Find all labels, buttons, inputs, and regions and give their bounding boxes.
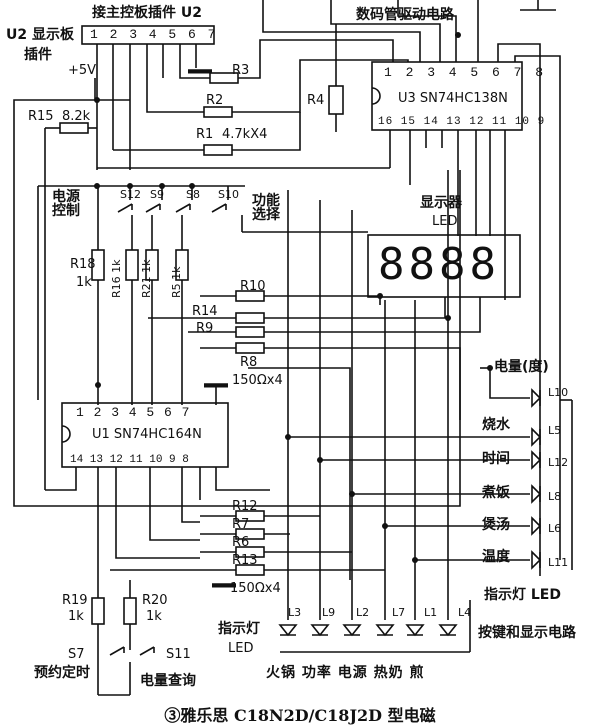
led-l2: L2	[356, 606, 370, 619]
right-item-soup: 煲汤	[482, 517, 510, 533]
led-l6: L6	[548, 522, 562, 535]
r13-value: 150Ωx4	[230, 581, 281, 596]
r8-label: R8	[240, 355, 258, 370]
u1-pins-top: 1 2 3 4 5 6 7	[76, 405, 191, 420]
s12-label: S12	[120, 188, 141, 201]
led-l12: L12	[548, 456, 569, 469]
appointment-label: 预约定时	[34, 665, 90, 681]
s10-label: S10	[218, 188, 239, 201]
r3-label: R3	[232, 63, 250, 78]
r1-value: 4.7kX4	[222, 127, 268, 142]
r10-label: R10	[240, 279, 266, 294]
r16-label: R16 1k	[110, 259, 123, 298]
r12-label: R12	[232, 499, 258, 514]
r8-value: 150Ωx4	[232, 373, 283, 388]
right-item-power-degree: 电量(度)	[494, 359, 549, 375]
u1-pins-bottom: 14 13 12 11 10 9 8	[70, 454, 189, 466]
r20-value: 1k	[146, 609, 162, 624]
s9-label: S9	[150, 188, 164, 201]
s8-label: S8	[186, 188, 200, 201]
r19-value: 1k	[68, 609, 84, 624]
power-query-label: 电量查询	[140, 673, 196, 689]
led-l7: L7	[392, 606, 406, 619]
led-l5: L5	[548, 424, 562, 437]
connector-title: 接主控板插件 U2	[92, 5, 202, 21]
u2-label-line2: 插件	[24, 47, 52, 63]
s7-label: S7	[68, 647, 85, 662]
r7-label: R7	[232, 517, 250, 532]
power-control-label: 电源控制	[52, 189, 80, 219]
right-item-boil-water: 烧水	[482, 417, 510, 433]
led-l9: L9	[322, 606, 336, 619]
vcc-label: +5V	[68, 63, 97, 78]
u3-name: U3 SN74HC138N	[398, 91, 508, 106]
r2-label: R2	[206, 93, 224, 108]
u3-pins-top: 1 2 3 4 5 6 7 8	[384, 65, 547, 80]
r6-label: R6	[232, 535, 250, 550]
r13-label: R13	[232, 553, 258, 568]
u3-pins-bottom: 16 15 14 13 12 11 10 9	[378, 116, 546, 128]
right-item-temperature: 温度	[482, 549, 510, 565]
display-label: 显示器	[420, 195, 462, 211]
u2-pins: 1 2 3 4 5 6 7	[90, 27, 218, 42]
r20-label: R20	[142, 593, 168, 608]
indicator-left-line2: LED	[228, 641, 254, 656]
indicator-left-line1: 指示灯	[218, 621, 260, 637]
indicator-right-label: 指示灯 LED	[484, 587, 561, 603]
driver-title: 数码管驱动电路	[356, 7, 454, 23]
led-l11: L11	[548, 556, 569, 569]
r21-label: R21 1k	[140, 259, 153, 298]
r15-label: R15	[28, 109, 54, 124]
r19-label: R19	[62, 593, 88, 608]
right-item-cook-rice: 煮饭	[482, 485, 510, 501]
seven-segment-display: 8888	[378, 239, 500, 290]
r18-label: R18	[70, 257, 96, 272]
led-l1: L1	[424, 606, 438, 619]
bottom-functions-label: 火锅 功率 电源 热奶 煎	[266, 665, 425, 681]
r18-value: 1k	[76, 275, 92, 290]
keys-display-label: 按键和显示电路	[478, 625, 576, 641]
u1-name: U1 SN74HC164N	[92, 427, 202, 442]
r9-label: R9	[196, 321, 214, 336]
r4-label: R4	[307, 93, 325, 108]
led-l4: L4	[458, 606, 472, 619]
led-l3: L3	[288, 606, 302, 619]
r1-label: R1	[196, 127, 214, 142]
led-l10: L10	[548, 386, 569, 399]
right-item-time: 时间	[482, 451, 510, 467]
s11-label: S11	[166, 647, 191, 662]
r15-value: 8.2k	[62, 109, 91, 124]
display-led-label: LED	[432, 214, 458, 229]
r14-label: R14	[192, 304, 218, 319]
led-l8: L8	[548, 490, 562, 503]
function-select-label: 功能选择	[252, 193, 280, 223]
u2-label-line1: U2 显示板	[6, 27, 74, 43]
figure-caption: ③雅乐思 C18N2D/C18J2D 型电磁	[164, 706, 436, 725]
r5-label: R5 1k	[170, 266, 183, 298]
